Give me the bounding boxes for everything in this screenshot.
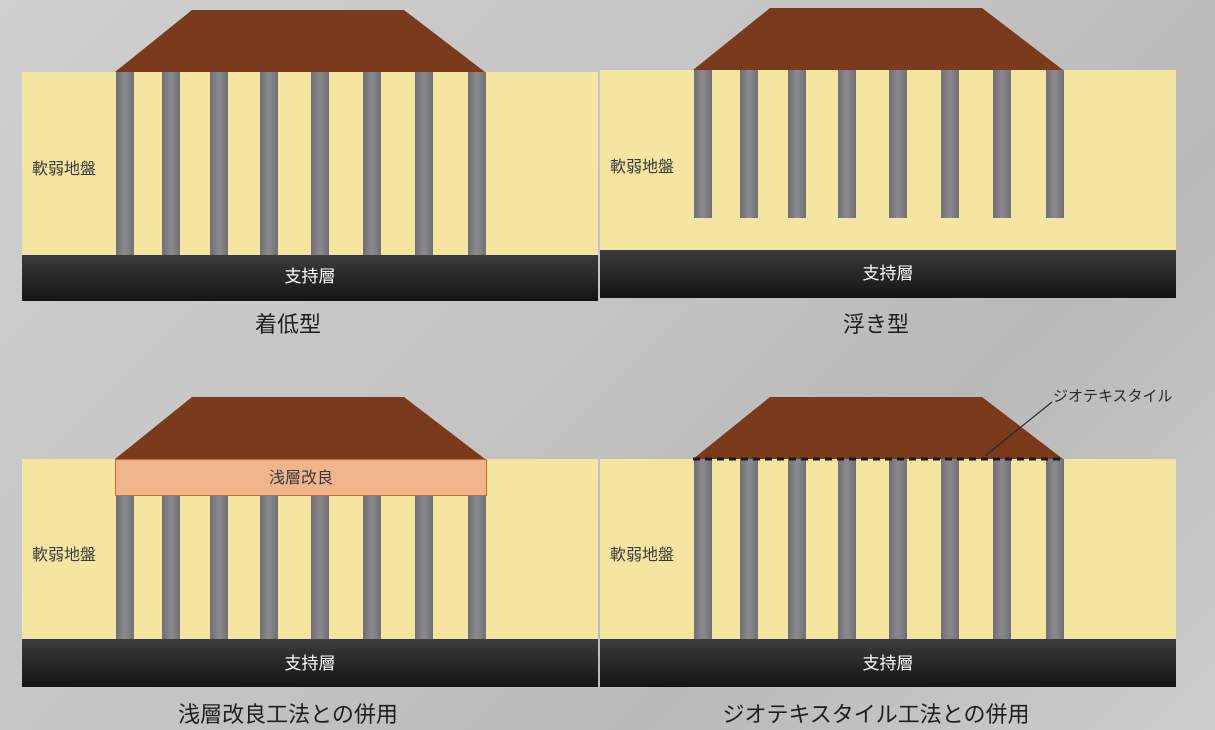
panel-floating: 軟弱地盤 支持層 (600, 8, 1176, 308)
caption-end-bearing: 着低型 (254, 313, 321, 338)
column (889, 459, 907, 639)
bearing-layer: 支持層 (600, 250, 1176, 298)
column (694, 459, 712, 639)
shallow-improvement-layer: 浅層改良 (115, 459, 487, 496)
bearing-layer-label: 支持層 (862, 654, 914, 674)
column (260, 72, 278, 255)
bearing-layer-label: 支持層 (284, 267, 336, 287)
column (788, 70, 806, 218)
column (1046, 459, 1064, 639)
geotextile-callout: ジオテキスタイル (1053, 387, 1173, 405)
soft-ground-label: 軟弱地盤 (32, 545, 97, 564)
panel-end-bearing: 軟弱地盤 支持層 (22, 10, 598, 310)
column (116, 496, 134, 639)
embankment (115, 10, 485, 72)
geotextile-sheet (693, 457, 1063, 461)
column (311, 496, 329, 639)
bearing-layer: 支持層 (600, 639, 1176, 687)
soft-ground-label: 軟弱地盤 (610, 157, 675, 176)
bearing-layer: 支持層 (22, 639, 598, 687)
column (162, 496, 180, 639)
embankment (115, 397, 485, 459)
column (788, 459, 806, 639)
column (162, 72, 180, 255)
column (468, 496, 486, 639)
column (993, 459, 1011, 639)
column (116, 72, 134, 255)
column (210, 72, 228, 255)
column (363, 72, 381, 255)
shallow-improvement-label: 浅層改良 (268, 468, 333, 487)
panel-geotextile: 軟弱地盤 支持層 (600, 397, 1176, 697)
column (415, 496, 433, 639)
column (740, 70, 758, 218)
caption-geotextile: ジオテキスタイル工法との併用 (722, 703, 1030, 728)
column (415, 72, 433, 255)
soft-ground-label: 軟弱地盤 (32, 159, 97, 178)
column (740, 459, 758, 639)
column (468, 72, 486, 255)
column (838, 459, 856, 639)
bearing-layer: 支持層 (22, 255, 598, 301)
column (941, 459, 959, 639)
column (260, 496, 278, 639)
column (694, 70, 712, 218)
column (311, 72, 329, 255)
soft-ground (600, 70, 1176, 250)
column (363, 496, 381, 639)
column (1046, 70, 1064, 218)
bearing-layer-label: 支持層 (862, 264, 914, 284)
soft-ground-label: 軟弱地盤 (610, 545, 675, 564)
caption-floating: 浮き型 (842, 313, 909, 338)
bearing-layer-label: 支持層 (284, 654, 336, 674)
column (210, 496, 228, 639)
soft-ground (22, 72, 598, 255)
embankment (693, 8, 1063, 70)
column (838, 70, 856, 218)
caption-shallow-improvement: 浅層改良工法との併用 (178, 703, 398, 728)
panel-shallow-improvement: 浅層改良 軟弱地盤 支持層 (22, 397, 598, 697)
column (941, 70, 959, 218)
column (993, 70, 1011, 218)
embankment (693, 397, 1063, 459)
column (889, 70, 907, 218)
soft-ground (600, 459, 1176, 639)
